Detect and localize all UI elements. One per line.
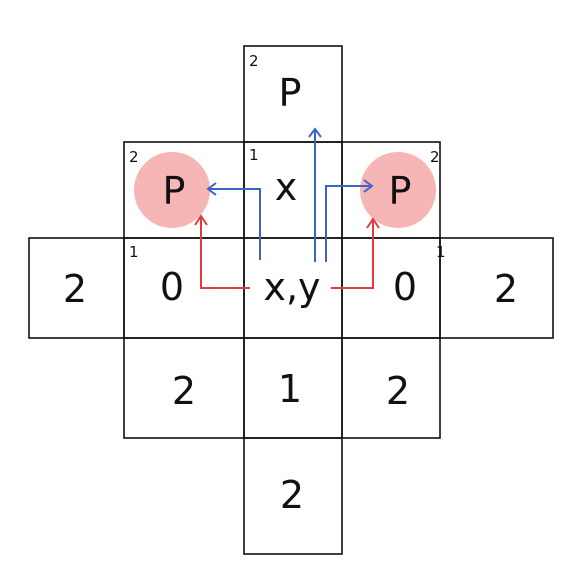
red-arrow-left bbox=[200, 218, 250, 289]
cell-far-right bbox=[439, 237, 554, 339]
blue-arrow-right bbox=[325, 185, 370, 262]
cell-down-right bbox=[341, 337, 441, 439]
blue-arrow-left bbox=[210, 188, 261, 260]
highlight-circle-up-left bbox=[134, 152, 210, 228]
blue-arrow-right-head bbox=[363, 179, 374, 193]
cell-value-far-left: 2 bbox=[63, 267, 87, 311]
cell-value-right-1: 0 bbox=[393, 265, 417, 309]
red-arrow-right-head bbox=[366, 217, 380, 229]
cell-value-up-right: P bbox=[389, 169, 412, 213]
blue-arrow-left-head bbox=[206, 182, 217, 196]
cell-value-down-2: 2 bbox=[280, 473, 304, 517]
corner-label-left-1: 1 bbox=[129, 243, 139, 261]
red-arrows bbox=[194, 214, 380, 289]
cell-value-down-1: 1 bbox=[278, 367, 302, 411]
cell-value-top-2: P bbox=[279, 71, 302, 115]
cell-value-far-right: 2 bbox=[494, 267, 518, 311]
cell-value-left-1: 0 bbox=[160, 265, 184, 309]
cell-value-down-left: 2 bbox=[172, 369, 196, 413]
corner-label-up-right: 2 bbox=[430, 148, 440, 166]
corner-label-up-left: 2 bbox=[129, 148, 139, 166]
corner-label-right-1: 1 bbox=[436, 243, 446, 261]
blue-arrows bbox=[206, 127, 374, 262]
cell-down-2 bbox=[243, 437, 343, 555]
cell-value-up-left: P bbox=[163, 169, 186, 213]
corner-label-up-1: 1 bbox=[249, 146, 259, 164]
blue-arrow-up-head bbox=[308, 127, 322, 138]
highlight-circle-up-right bbox=[360, 152, 436, 228]
cell-value-up-1: x bbox=[275, 165, 298, 209]
red-arrow-left-head bbox=[194, 214, 208, 226]
cell-value-center: x,y bbox=[263, 265, 320, 309]
corner-label-top-2: 2 bbox=[249, 52, 259, 70]
red-arrow-right bbox=[331, 221, 374, 289]
cell-value-down-right: 2 bbox=[386, 369, 410, 413]
